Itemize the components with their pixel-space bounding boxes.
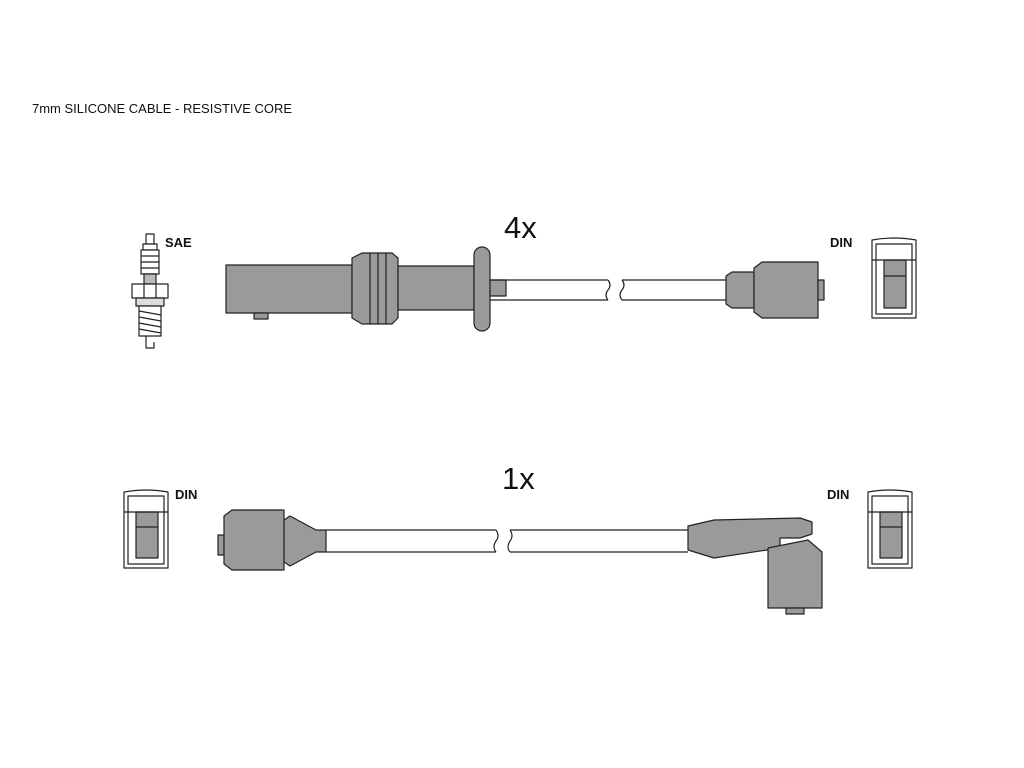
- row1-quantity: 4x: [504, 210, 537, 245]
- cable-row1-icon: [490, 279, 726, 301]
- angled-boot-icon: [687, 517, 823, 615]
- distributor-boot-icon: [217, 509, 327, 571]
- row1-right-connector-label: DIN: [830, 235, 853, 250]
- din-terminal-icon: [871, 237, 917, 319]
- din-terminal-icon: [867, 489, 913, 569]
- cable-row2-icon: [326, 529, 688, 553]
- row2-quantity: 1x: [502, 461, 535, 496]
- din-terminal-icon: [123, 489, 169, 569]
- spark-plug-icon: [131, 233, 169, 349]
- cable-spec-title: 7mm SILICONE CABLE - RESISTIVE CORE: [32, 101, 293, 116]
- row2-left-connector-label: DIN: [175, 487, 198, 502]
- distributor-boot-icon: [725, 261, 825, 319]
- straight-boot-icon: [225, 246, 507, 332]
- row1-left-connector-label: SAE: [165, 235, 192, 250]
- row2-right-connector-label: DIN: [827, 487, 850, 502]
